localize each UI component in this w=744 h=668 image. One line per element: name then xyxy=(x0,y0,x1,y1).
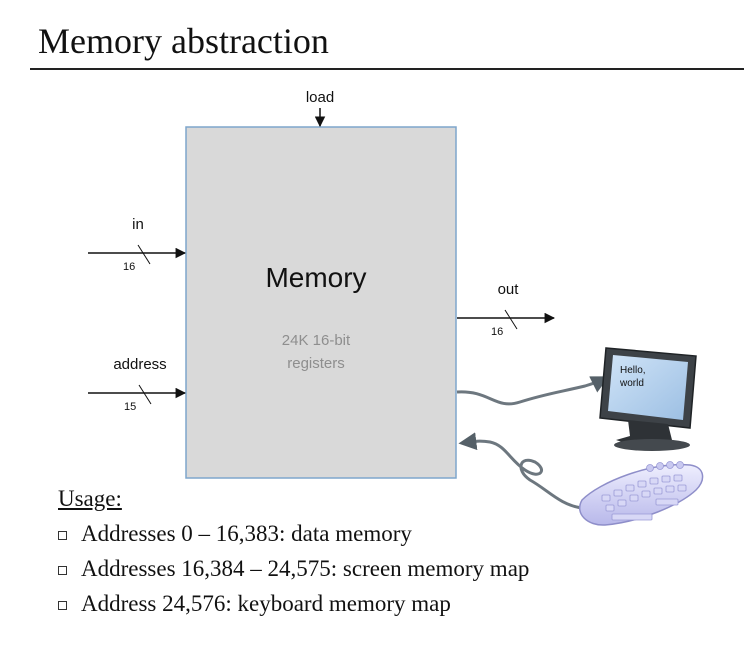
out-bus-width: 16 xyxy=(491,326,503,338)
memory-chip-capacity-unit: registers xyxy=(287,355,345,372)
title-divider xyxy=(30,68,744,70)
usage-item: Addresses 0 – 16,383: data memory xyxy=(58,516,529,551)
slide-title: Memory abstraction xyxy=(38,21,329,61)
bullet-icon xyxy=(58,531,67,540)
in-bus-slash xyxy=(137,244,151,265)
screen-cable xyxy=(456,376,610,406)
load-label: load xyxy=(306,89,334,106)
out-bus-slash xyxy=(504,309,518,330)
usage-item: Addresses 16,384 – 24,575: screen memory… xyxy=(58,551,529,586)
in-label: in xyxy=(132,216,144,233)
memory-chip-capacity: 24K 16-bit xyxy=(282,332,351,349)
screen-text-line2: world xyxy=(619,378,644,389)
screen-text-line1: Hello, xyxy=(620,365,646,376)
address-label: address xyxy=(113,356,166,373)
usage-item-text: Addresses 0 – 16,383: data memory xyxy=(81,520,412,546)
bullet-icon xyxy=(58,566,67,575)
keyboard-icon xyxy=(579,461,704,526)
usage-item-text: Address 24,576: keyboard memory map xyxy=(81,590,451,616)
memory-chip xyxy=(185,126,457,479)
in-bus-width: 16 xyxy=(123,261,135,273)
keyboard-cable xyxy=(458,432,583,510)
out-label: out xyxy=(498,281,520,298)
usage-item: Address 24,576: keyboard memory map xyxy=(58,586,529,621)
address-bus-slash xyxy=(138,384,152,405)
usage-item-text: Addresses 16,384 – 24,575: screen memory… xyxy=(81,555,530,581)
monitor-icon: Hello, world xyxy=(599,347,697,451)
usage-section: Usage: Addresses 0 – 16,383: data memory… xyxy=(58,486,529,621)
usage-heading: Usage: xyxy=(58,486,122,511)
address-bus-width: 15 xyxy=(124,401,136,413)
memory-chip-label: Memory xyxy=(265,262,366,293)
bullet-icon xyxy=(58,601,67,610)
